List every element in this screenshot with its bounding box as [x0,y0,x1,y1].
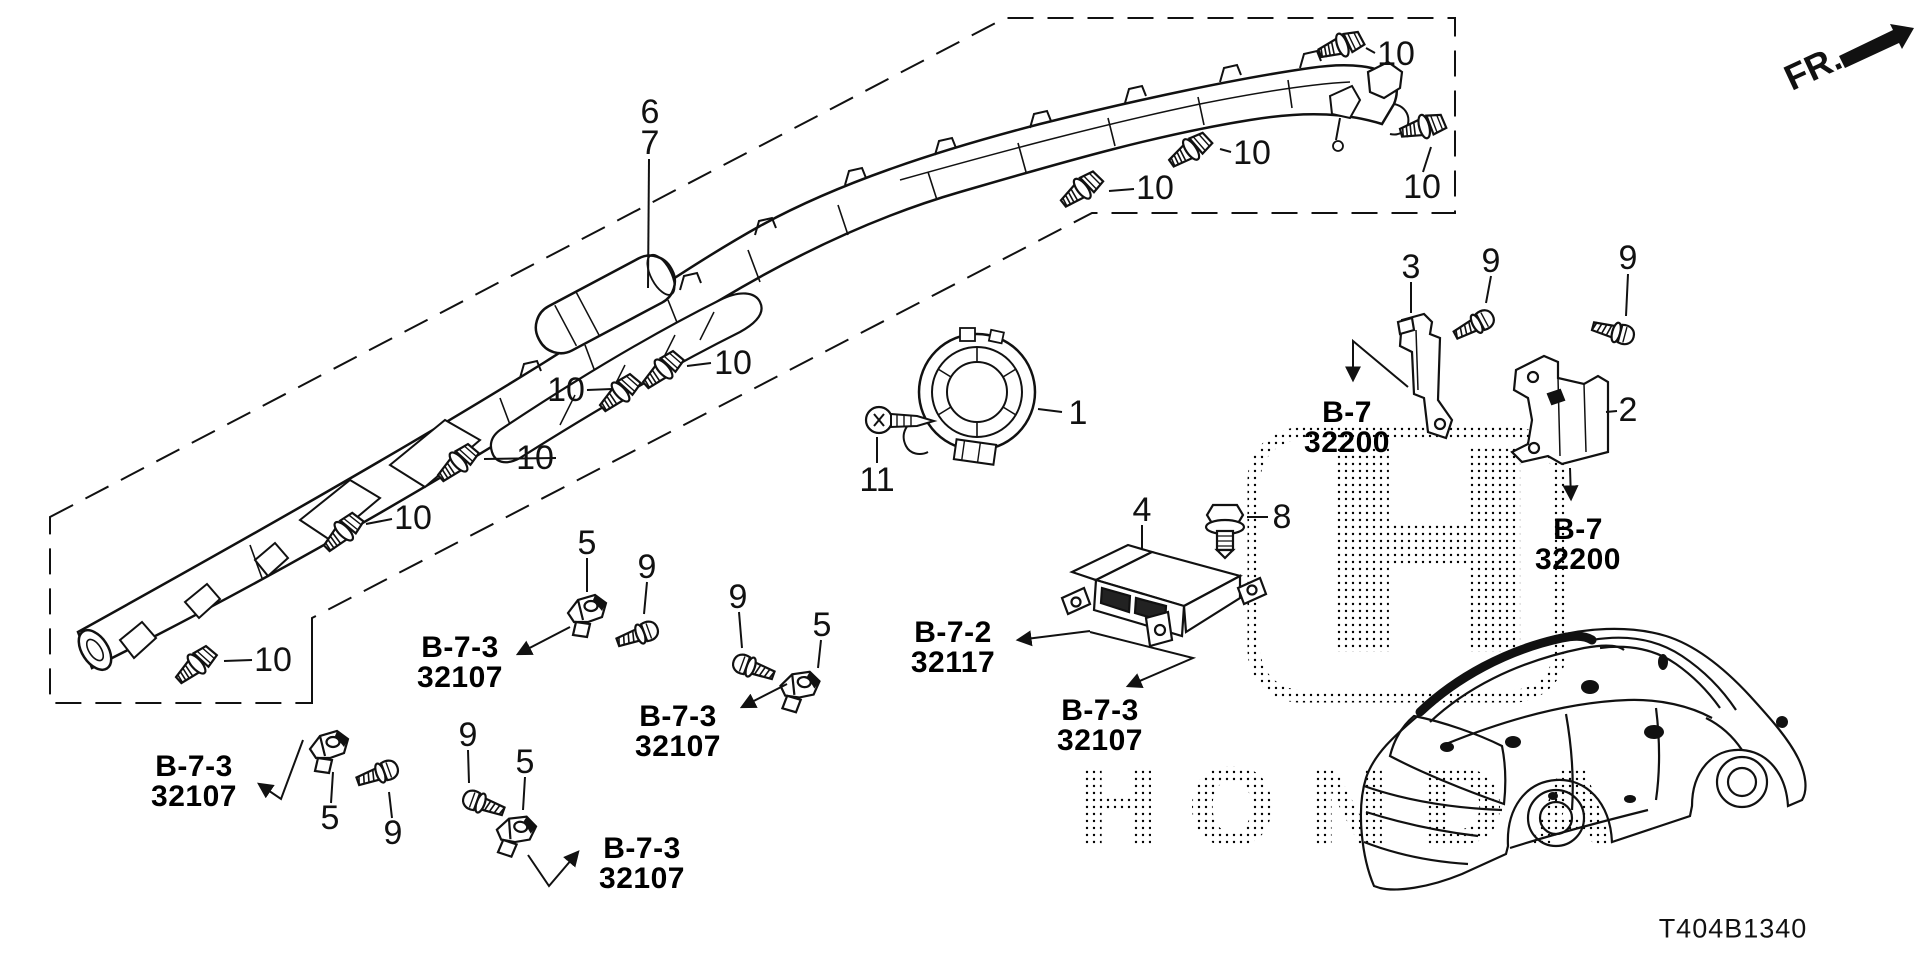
ref-line2: 32107 [635,730,721,763]
bracket-2 [1510,354,1610,466]
bolt-10-f [1054,165,1108,215]
ref-line1: B-7 [1322,396,1372,429]
ref-line1: B-7-2 [914,616,992,649]
callout-10-b: 10 [714,344,752,382]
screw-11 [864,405,938,435]
mount-point-dots [1440,654,1788,803]
callout-9-b: 9 [1618,239,1638,277]
bracket-3 [1396,312,1454,440]
bolt-9-e [353,756,402,792]
sensor-5-b [776,666,822,716]
diagram-code: T404B1340 [1658,913,1808,944]
ref-line2: 32107 [417,661,503,694]
ref-line2: 32107 [1057,724,1143,757]
callout-5-a: 5 [577,524,597,562]
leader-lines [223,47,1629,819]
callout-10-d: 10 [394,499,432,537]
cable-reel [902,327,1037,466]
callout-8: 8 [1272,498,1292,536]
sensor-5-c [308,729,350,775]
callout-1: 1 [1068,394,1088,432]
honda-watermark: H HONDA [1072,390,1640,870]
callout-9-a: 9 [1481,242,1501,280]
sensor-5-d [491,810,539,862]
ref-line2: 32107 [151,780,237,813]
ref-line1: B-7 [1553,513,1603,546]
callout-7: 7 [640,124,660,162]
callout-6: 6 [640,93,660,131]
callout-9-e: 9 [458,716,478,754]
bolt-9-c [613,617,662,653]
bolt-9-a [1449,305,1499,346]
installed-airbag-band [1415,631,1597,717]
honda-logo-border [1247,427,1567,703]
honda-wordmark: HONDA [1072,747,1640,870]
bolt-10-i [1314,25,1368,66]
ref-b73-32107-e: B-7-3 32107 [151,752,237,812]
bolt-9-d [729,650,778,686]
fr-arrow-icon [1839,24,1914,68]
ref-line1: B-7-3 [603,832,681,865]
ref-line2: 32200 [1535,543,1621,576]
ref-b7-32200-a: B-7 32200 [1304,398,1390,458]
callout-10-g: 10 [1233,134,1271,172]
ref-line1: B-7-3 [1061,694,1139,727]
callout-10-h: 10 [1403,168,1441,206]
callout-3: 3 [1401,248,1421,286]
reference-arrows [257,338,1579,888]
callout-5-c: 5 [515,743,535,781]
ref-line2: 32117 [910,646,996,679]
inflator-cylinder [534,253,677,355]
bolt-10-e [169,639,222,691]
ref-line1: B-7-3 [155,750,233,783]
callout-10-i: 10 [1377,35,1415,73]
honda-logo-h: H [1310,390,1546,719]
bolt-9-b [1589,315,1638,348]
callout-2: 2 [1618,391,1638,429]
callout-5-b: 5 [812,606,832,644]
bolt-10-h [1396,108,1449,146]
bolt-8 [1204,503,1246,560]
callout-11: 11 [859,461,895,499]
dashed-boundary [49,17,1456,704]
bolt-9-f [459,786,508,822]
ref-line1: B-7-3 [639,700,717,733]
callout-10-a: 10 [547,371,585,409]
ref-line2: 32200 [1304,426,1390,459]
callout-10-c: 10 [516,439,554,477]
ref-b73-32107-b: B-7-3 32107 [417,633,503,693]
ref-b7-32200-b: B-7 32200 [1535,515,1621,575]
curtain-airbag-assembly [76,50,1410,672]
ref-b73-32107-d: B-7-3 32107 [599,834,685,894]
callout-10-f: 10 [1136,169,1174,207]
ref-line2: 32107 [599,862,685,895]
car-outline [1359,627,1807,891]
callout-9-c: 9 [637,548,657,586]
ref-line1: B-7-3 [421,631,499,664]
ref-b72-32117: B-7-2 32117 [911,618,995,678]
callout-9-d: 9 [728,578,748,616]
callout-4: 4 [1132,491,1152,529]
ref-b73-32107-a: B-7-3 32107 [1057,696,1143,756]
callout-5-d: 5 [320,799,340,837]
callout-10-e: 10 [254,641,292,679]
callout-9-f: 9 [383,814,403,852]
sensor-5-a [566,593,608,639]
ref-b73-32107-c: B-7-3 32107 [635,702,721,762]
srs-unit [1060,543,1268,648]
